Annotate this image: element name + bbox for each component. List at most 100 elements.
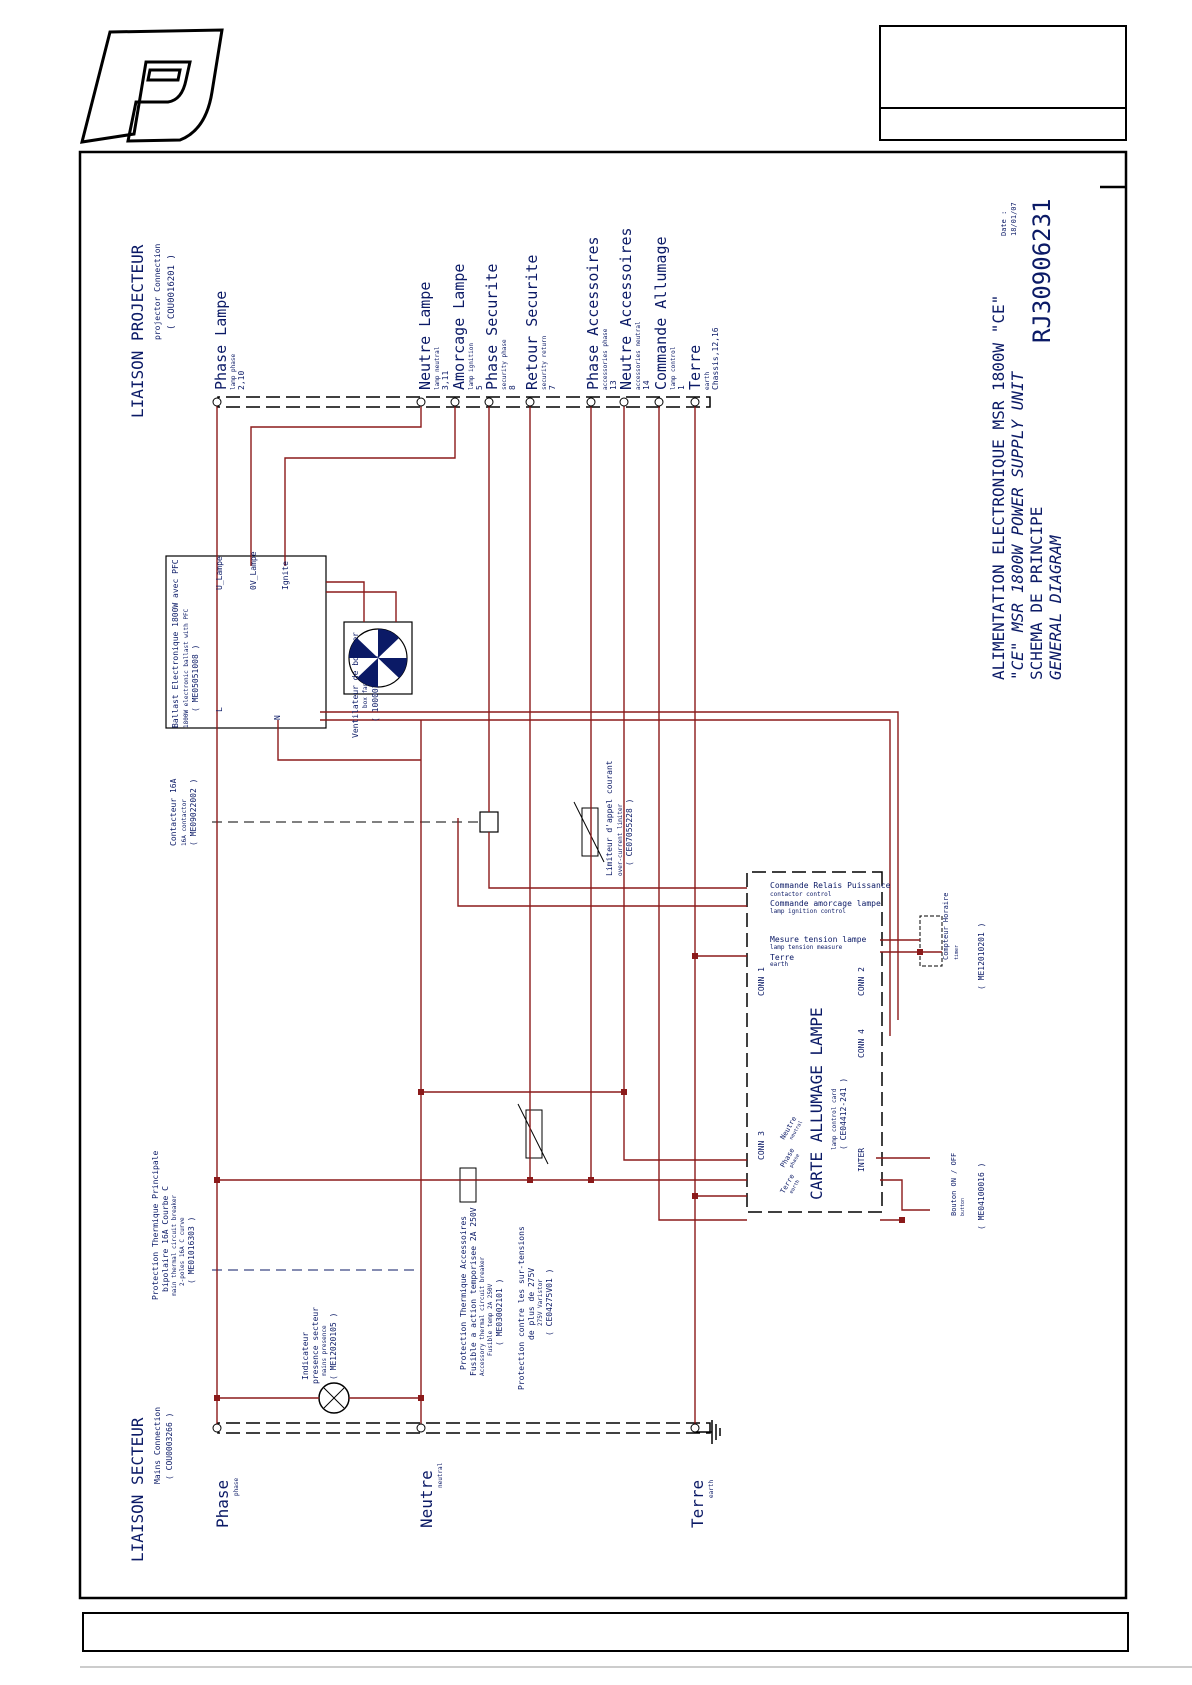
main-breaker-l4: 2-poles 16A C curve xyxy=(179,1217,186,1286)
terminal-retour-securite: Retour Securite xyxy=(523,255,541,390)
switch-title: Bouton ON / OFF xyxy=(950,1153,958,1216)
terminal-amorcage-pins: 5 xyxy=(475,385,484,390)
varistor xyxy=(525,1109,543,1159)
terminal-amorcage-en: lamp ignition xyxy=(468,343,475,390)
earth-symbol-icon xyxy=(696,1420,721,1444)
terminal-terre: Terre xyxy=(686,345,704,390)
fuse-l2: Fusible a action temporisee 2A 250V xyxy=(469,1207,478,1376)
terminal-phase-securite-en: security phase xyxy=(501,339,508,390)
ballast-box xyxy=(165,555,327,729)
main-breaker-l3: main thermal circuit breaker xyxy=(171,1194,178,1296)
terminal-neutre-accessoires-en: accessories neutral xyxy=(635,321,642,390)
ballast-title: Ballast Electronique 1800W avec PFC xyxy=(171,559,180,728)
current-limiter xyxy=(581,807,599,857)
fuse-title: Protection Thermique Accessoires xyxy=(459,1216,468,1370)
terminal-neutre-lampe-pins: 3,11 xyxy=(441,371,450,390)
card-c1-fr-3: Terre xyxy=(770,953,794,962)
title-line2: "CE" MSR 1800W POWER SUPPLY UNIT xyxy=(1008,370,1027,680)
ballast-pin-L: L xyxy=(215,707,224,712)
card-c1-en-0: contactor control xyxy=(770,891,832,898)
indicator-title: Indicateur xyxy=(301,1332,310,1380)
title-ref: RJ30906231 xyxy=(1028,199,1056,344)
terminal-phase-lampe-en: lamp phase xyxy=(230,353,237,390)
hour-counter-sub: timer xyxy=(954,945,960,960)
main-breaker-ref: ( ME01016303 ) xyxy=(187,1217,196,1284)
limiter-sub: over-current limiter xyxy=(617,803,624,876)
fuse-l3: Accessory thermal circuit breaker xyxy=(479,1256,486,1376)
terminal-retour-securite-en: security return xyxy=(541,335,548,390)
indicator-ref: ( ME12020105 ) xyxy=(329,1313,338,1380)
fan-ref: ( 1000020007 ) xyxy=(371,655,380,722)
title-date-label: Date : xyxy=(1000,211,1008,236)
wiring xyxy=(216,402,942,1428)
junction-dots xyxy=(214,949,923,1401)
contactor-sub: 16A contactor xyxy=(181,799,188,846)
ballast-pin-0vlampe: 0V_Lampe xyxy=(249,551,258,590)
fuse-l4: Fusible temp 2A 250V xyxy=(487,1283,494,1356)
card-conn4: CONN 4 xyxy=(857,1029,866,1058)
mains-phase-en: phase xyxy=(233,1478,240,1496)
terminal-retour-securite-pins: 7 xyxy=(548,385,557,390)
card-sub: lamp control card xyxy=(831,1088,838,1150)
fan-sub: box fan xyxy=(362,682,369,708)
mains-terre: Terre xyxy=(688,1480,707,1528)
mains-neutre-en: neutral xyxy=(437,1462,444,1488)
terminal-terre-en: earth xyxy=(704,372,711,390)
ballast-pin-N: N xyxy=(273,715,282,720)
card-c1-fr-2: Mesure tension lampe xyxy=(770,935,867,944)
terminal-phase-accessoires: Phase Accessoires xyxy=(584,236,602,390)
lamp-card-box xyxy=(746,871,883,1213)
title-line3: SCHEMA DE PRINCIPE xyxy=(1027,507,1046,680)
mains-sub2: ( COU0003266 ) xyxy=(165,1413,174,1480)
card-c1-fr-0: Commande Relais Puissance xyxy=(770,881,891,890)
card-c1-en-2: lamp tension measure xyxy=(770,944,843,951)
ballast-sub: 1800W electronic ballast with PFC xyxy=(183,608,190,728)
switch-sub: button xyxy=(960,1198,966,1216)
ballast-pin-ignite: Ignite xyxy=(281,561,290,590)
title-date-value: 18/01/07 xyxy=(1010,202,1018,236)
card-c1-en-1: lamp ignition control xyxy=(770,908,846,915)
projector-terminals xyxy=(212,397,700,1433)
varistor-ref: ( CE04275V01 ) xyxy=(545,1269,554,1336)
mains-title: LIAISON SECTEUR xyxy=(128,1417,147,1562)
fuse-ref: ( ME03002101 ) xyxy=(495,1279,504,1346)
limiter-title: Limiteur d'appel courant xyxy=(605,760,614,876)
contactor-coil xyxy=(479,811,499,833)
terminal-commande-allumage: Commande Allumage xyxy=(652,236,670,390)
terminal-neutre-lampe-en: lamp neutral xyxy=(434,346,441,390)
varistor-title: Protection contre les sur-tensions xyxy=(517,1226,526,1390)
indicator-lamp-icon xyxy=(318,1382,350,1414)
mains-neutre: Neutre xyxy=(417,1470,436,1528)
ballast-ref: ( ME05051008 ) xyxy=(191,645,200,712)
terminal-commande-allumage-pins: 1 xyxy=(677,385,686,390)
card-conn1: CONN 1 xyxy=(757,967,766,996)
terminal-commande-allumage-en: lamp control xyxy=(670,346,677,390)
terminal-neutre-accessoires: Neutre Accessoires xyxy=(617,227,635,390)
contactor-ref: ( ME09022002 ) xyxy=(189,779,198,846)
ballast-pin-ulampe: U_Lampe xyxy=(215,556,224,590)
card-c1-fr-1: Commande amorcage lampe xyxy=(770,899,881,908)
varistor-l3: 275V Varistor xyxy=(537,1279,544,1326)
projector-title: LIAISON PROJECTEUR xyxy=(128,244,147,418)
title-line4: GENERAL DIAGRAM xyxy=(1046,534,1065,680)
card-conn2: CONN 2 xyxy=(857,967,866,996)
card-ref: ( CE04412-241 ) xyxy=(839,1078,848,1150)
card-title: CARTE ALLUMAGE LAMPE xyxy=(807,1007,826,1200)
projector-sub2: ( COU0016201 ) xyxy=(167,254,177,330)
main-breaker-l2: bipolaire 16A Courbe C xyxy=(161,1186,170,1292)
card-conn3: CONN 3 xyxy=(757,1131,766,1160)
terminal-neutre-accessoires-pins: 14 xyxy=(642,380,651,390)
card-inter: INTER xyxy=(857,1148,866,1172)
varistor-l2: de plus de 275V xyxy=(527,1268,536,1340)
indicator-l2: presence secteur xyxy=(311,1307,320,1384)
card-c1-en-3: earth xyxy=(770,961,788,968)
terminal-neutre-lampe: Neutre Lampe xyxy=(416,282,434,390)
main-breaker-title: Protection Thermique Principale xyxy=(151,1151,160,1300)
fan-title: Ventilateur de boitier xyxy=(351,632,360,738)
terminal-phase-lampe: Phase Lampe xyxy=(212,291,230,390)
terminal-phase-securite: Phase Securite xyxy=(483,264,501,390)
company-logo xyxy=(79,28,224,144)
title-line1: ALIMENTATION ELECTRONIQUE MSR 1800W "CE" xyxy=(989,295,1008,680)
indicator-l3: mains presence xyxy=(321,1325,328,1376)
